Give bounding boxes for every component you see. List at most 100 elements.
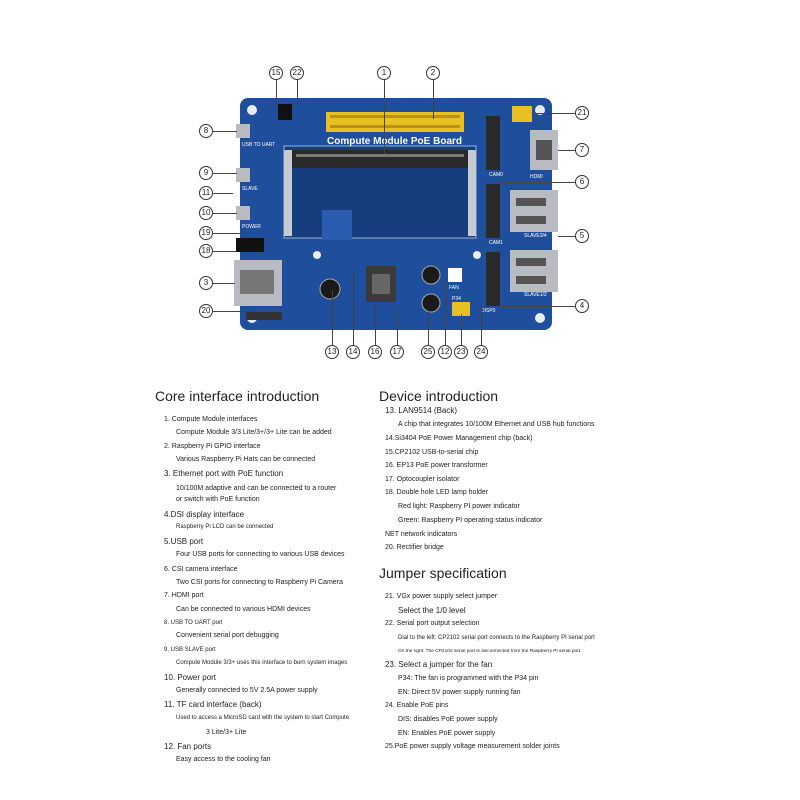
- leader-line: [213, 251, 237, 252]
- label-slave: SLAVE: [242, 186, 258, 192]
- core-item-title: 6. CSI camera interface: [164, 566, 238, 573]
- mount-hole: [247, 105, 257, 115]
- callout-14: 14: [346, 345, 360, 359]
- label-cam0: CAM0: [489, 172, 503, 178]
- callout-11: 11: [199, 186, 213, 200]
- capacitor: [421, 265, 441, 285]
- callout-19: 19: [199, 226, 213, 240]
- core-item-title: 12. Fan ports: [164, 742, 212, 751]
- label-slave34: SLAVE3/4: [524, 233, 547, 239]
- core-item-title: 1. Compute Module interfaces: [164, 416, 258, 423]
- jumper-line: 22. Serial port output selection: [385, 620, 480, 627]
- label-p34: P34: [452, 296, 461, 302]
- callout-13: 13: [325, 345, 339, 359]
- board-diagram: Compute Module PoE Board USB TO UART SLA…: [0, 0, 800, 370]
- leader-line: [213, 193, 233, 194]
- leader-line: [558, 150, 575, 151]
- callout-23: 23: [454, 345, 468, 359]
- disp0-connector: [486, 252, 500, 306]
- callout-2: 2: [426, 66, 440, 80]
- callout-24: 24: [474, 345, 488, 359]
- leader-line: [428, 310, 429, 345]
- mount-hole: [473, 251, 481, 259]
- core-item-title: 9. USB SLAVE port: [164, 647, 216, 653]
- device-line: A chip that integrates 10/100M Ethernet …: [398, 421, 595, 428]
- usb-stack-34: [510, 190, 558, 232]
- mount-hole: [535, 105, 545, 115]
- core-item-desc: Two CSI ports for connecting to Raspberr…: [176, 579, 343, 586]
- device-line: 13. LAN9514 (Back): [385, 406, 458, 415]
- leader-line: [445, 280, 446, 345]
- jumper-line: 25.PoE power supply voltage measurement …: [385, 743, 560, 750]
- board-title: Compute Module PoE Board: [327, 136, 462, 147]
- rectifier-bridge: [246, 312, 282, 320]
- label-usb-to-uart: USB TO UART: [242, 142, 276, 148]
- leader-line: [558, 236, 575, 237]
- core-item-desc: 10/100M adaptive and can be connected to…: [176, 485, 337, 492]
- leader-line: [384, 79, 385, 154]
- device-line: 15.CP2102 USB-to-serial chip: [385, 449, 479, 456]
- core-item-title: 8. USB TO UART port: [164, 620, 223, 626]
- power-port: [236, 206, 250, 220]
- callout-6: 6: [575, 175, 589, 189]
- callout-20: 20: [199, 304, 213, 318]
- board-illustration: [234, 98, 558, 330]
- core-item-desc: Compute Module 3/3 Lite/3+/3+ Lite can b…: [176, 429, 332, 436]
- callout-7: 7: [575, 143, 589, 157]
- capacitor: [319, 278, 341, 300]
- core-item-desc: Convenient serial port debugging: [176, 632, 279, 639]
- leader-line: [500, 182, 575, 183]
- leader-line: [433, 79, 434, 119]
- core-item-desc: Used to access a MicroSD card with the s…: [176, 715, 350, 721]
- leader-line: [500, 306, 575, 307]
- device-line: Green: Raspberry PI operating status ind…: [398, 517, 543, 524]
- core-item-desc: Easy access to the cooling fan: [176, 756, 271, 763]
- mount-hole: [535, 313, 545, 323]
- fan-header: [448, 268, 462, 282]
- leader-line: [213, 311, 253, 312]
- core-item-title: 5.USB port: [164, 537, 204, 546]
- capacitor: [421, 293, 441, 313]
- leader-line: [397, 306, 398, 345]
- callout-5: 5: [575, 229, 589, 243]
- jumper-heading: Jumper specification: [379, 565, 507, 581]
- callout-16: 16: [368, 345, 382, 359]
- leader-line: [297, 79, 298, 105]
- core-item-desc: Raspberry Pi LCD can be connected: [176, 524, 274, 530]
- callout-22: 22: [290, 66, 304, 80]
- callout-1: 1: [377, 66, 391, 80]
- usb-stack-12: [510, 250, 558, 292]
- device-line: 17. Optocoupler isolator: [385, 476, 460, 483]
- core-heading: Core interface introduction: [155, 388, 320, 404]
- core-item-desc: Can be connected to various HDMI devices: [176, 606, 311, 613]
- core-item-title: 10. Power port: [164, 673, 217, 682]
- label-slave12: SLAVE1/2: [524, 292, 547, 298]
- core-item-desc: or switch with PoE function: [176, 496, 260, 503]
- callout-18: 18: [199, 244, 213, 258]
- leader-line: [375, 300, 376, 345]
- core-item-title: 2. Raspberry Pi GPIO interface: [164, 443, 261, 450]
- switch-22: [278, 104, 292, 120]
- device-line: 14.Si3404 PoE Power Management chip (bac…: [385, 435, 533, 442]
- core-item-desc: Generally connected to 5V 2.5A power sup…: [176, 687, 318, 694]
- device-line: NET network indicators: [385, 531, 458, 538]
- label-cam1: CAM1: [489, 240, 503, 246]
- jumper-line: Dial to the left: CP2102 serial port con…: [398, 635, 595, 641]
- usb-slave-port: [236, 168, 250, 182]
- core-item-desc: Four USB ports for connecting to various…: [176, 551, 345, 558]
- leader-line: [481, 306, 482, 345]
- leader-line: [353, 270, 354, 345]
- device-line: 16. EP13 PoE power transformer: [385, 462, 488, 469]
- leader-line: [461, 314, 462, 345]
- device-line: 20. Rectifier bridge: [385, 544, 444, 551]
- leader-line: [213, 233, 253, 234]
- callout-10: 10: [199, 206, 213, 220]
- jumper-line: 21. VGx power supply select jumper: [385, 593, 498, 600]
- cam1-connector: [486, 184, 500, 238]
- usb-uart-port: [236, 124, 250, 138]
- leader-line: [213, 131, 237, 132]
- leader-line: [332, 290, 333, 345]
- device-line: Red light: Raspberry PI power indicator: [398, 503, 520, 510]
- core-item-title: 3. Ethernet port with PoE function: [164, 469, 284, 478]
- leader-line: [213, 173, 237, 174]
